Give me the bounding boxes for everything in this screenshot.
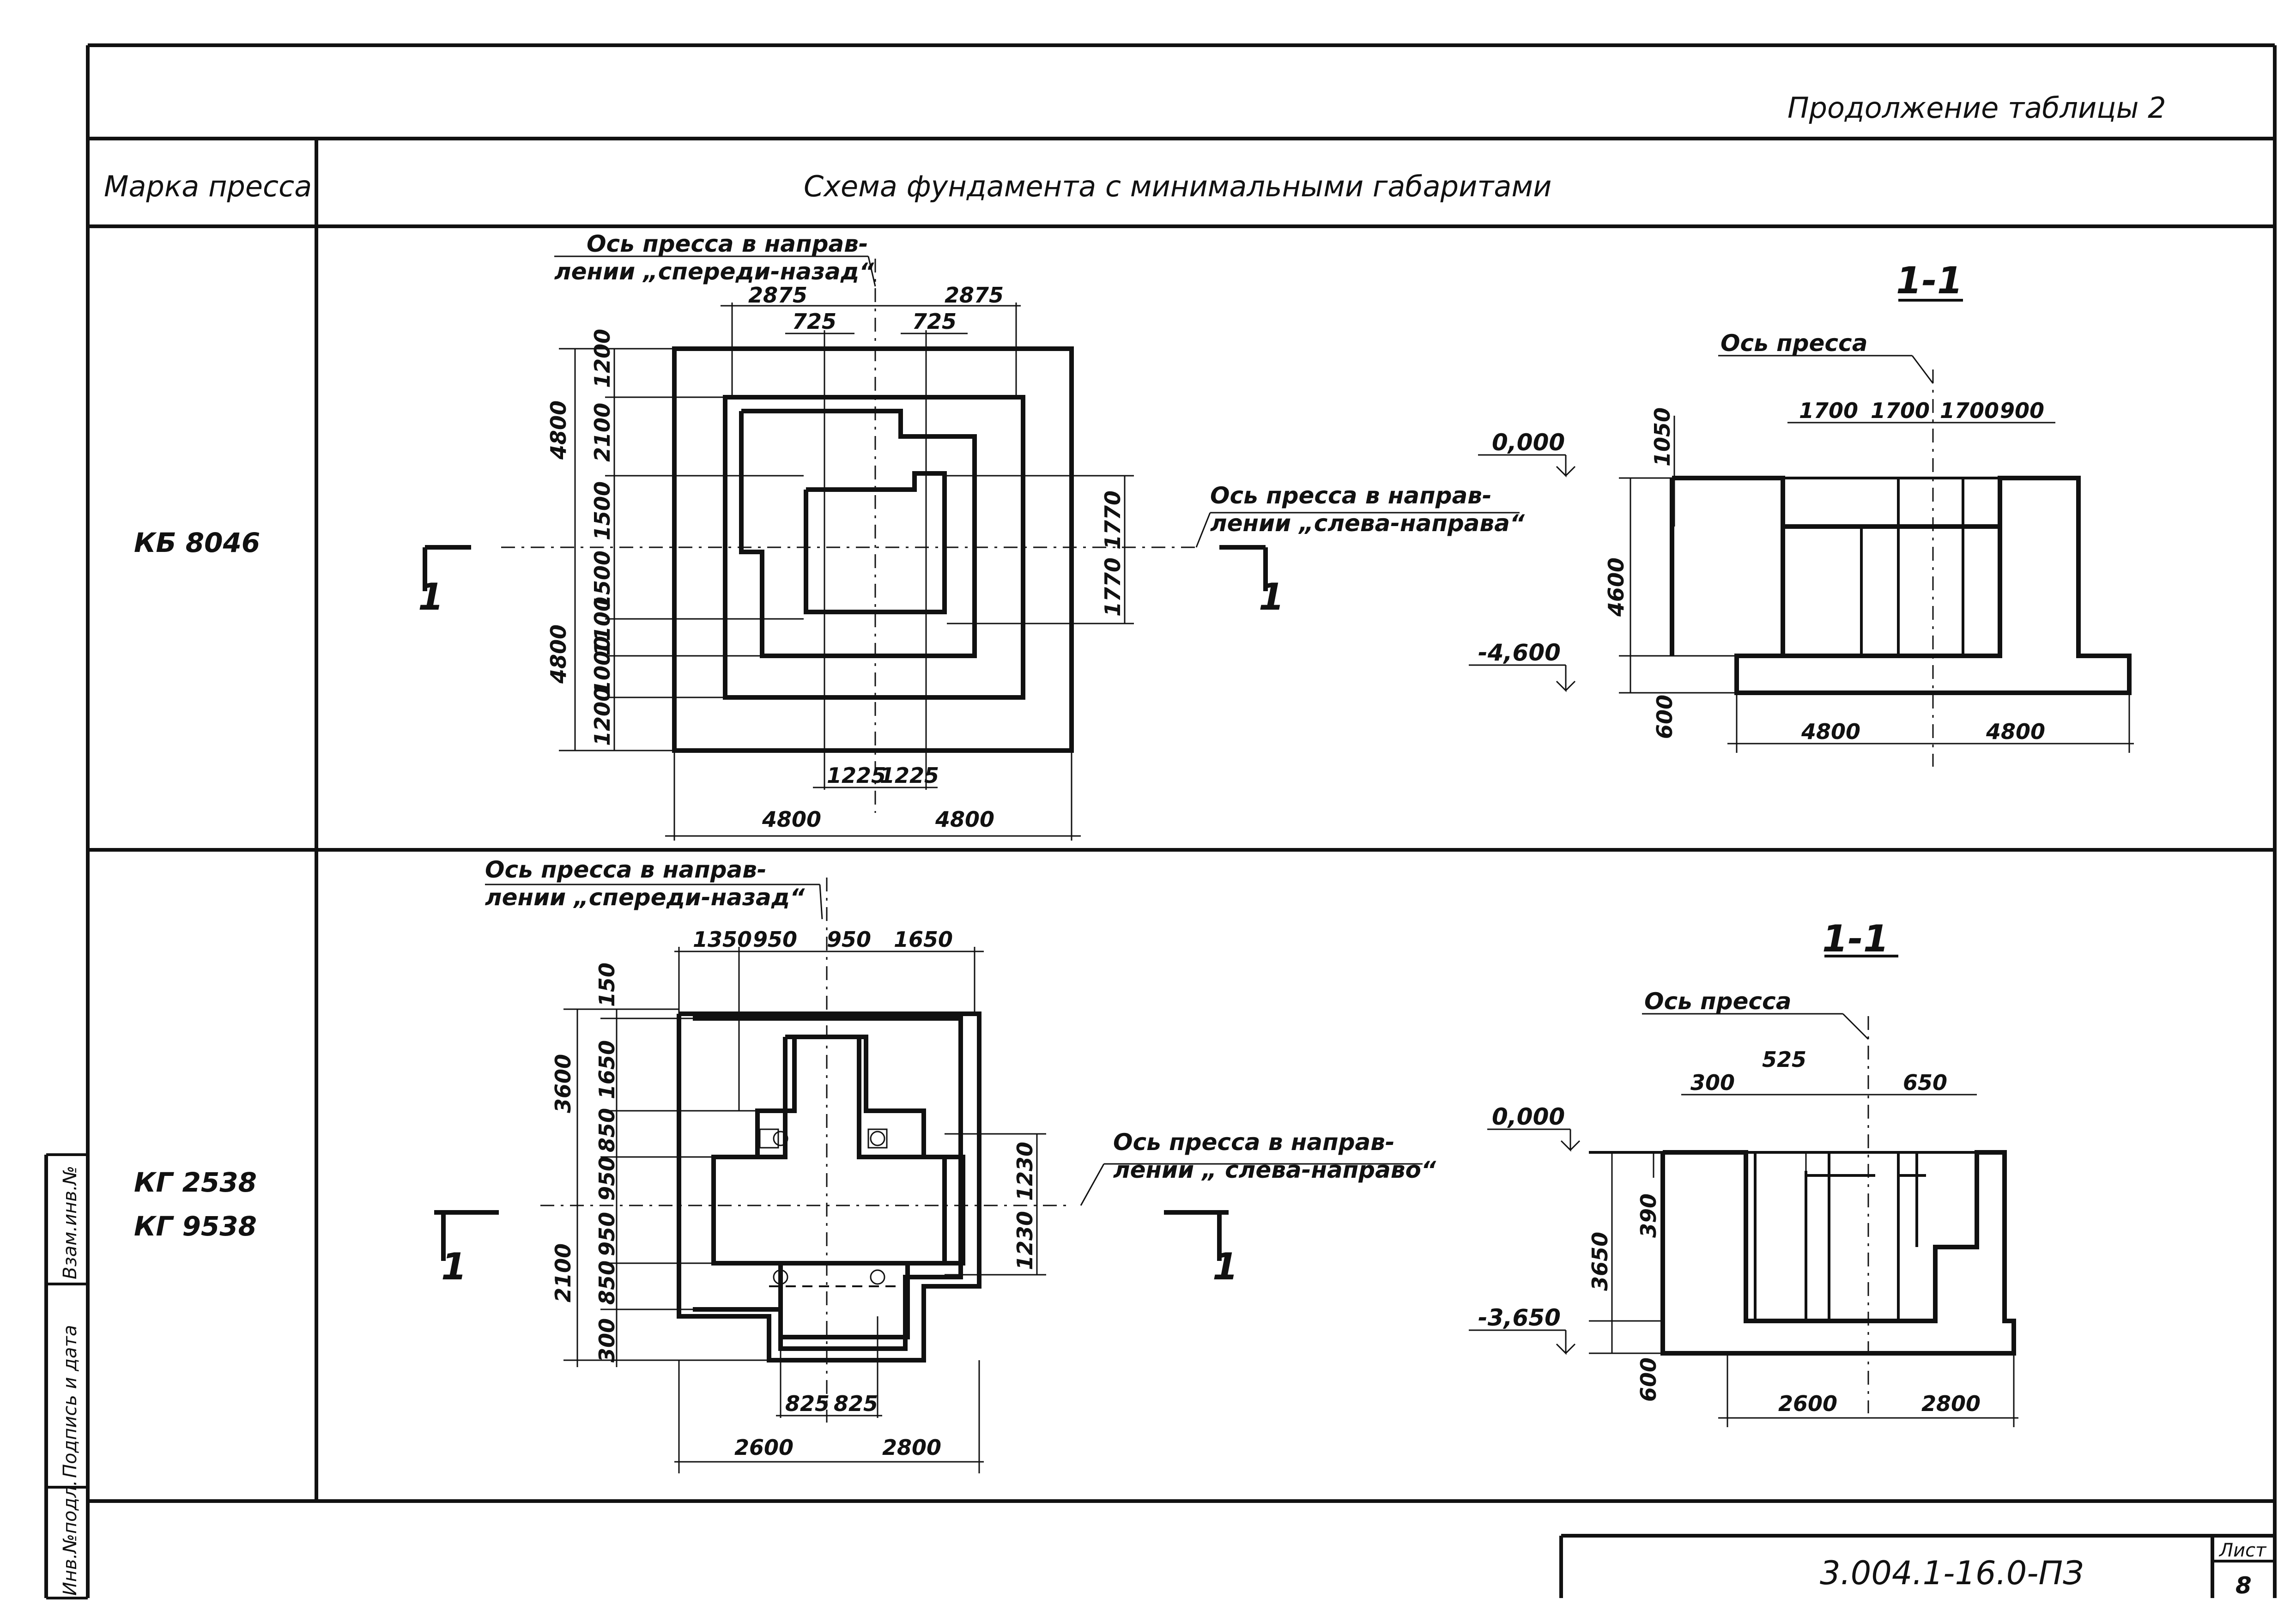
dim-row1-left-3: 1200 (590, 329, 615, 388)
dim-row1-left-9: 1200 (590, 687, 615, 746)
dim-row1-top-4: 725 (912, 309, 957, 334)
axis-left-right-label-row1-line2: лении „слева-направа“ (1210, 510, 1525, 537)
level-bottom-row1: -4,600 (1478, 639, 1561, 666)
dim-row1-sec-bottom-2: 4800 (1986, 719, 2045, 744)
dim-row2-left-9: 300 (594, 1318, 619, 1363)
dim-row1-left-1: 4800 (546, 400, 571, 460)
dim-row2-left-5: 950 (594, 1157, 619, 1201)
dim-row1-bottom-3: 4800 (762, 807, 821, 832)
level-top-row1: 0,000 (1492, 429, 1565, 456)
dim-row1-sec-top-1: 1700 (1799, 398, 1858, 423)
dim-row1-left-2: 4800 (546, 624, 571, 684)
dim-row2-left-8: 850 (594, 1260, 619, 1305)
dim-row1-right-1: 1770 (1100, 491, 1125, 550)
dim-row1-bottom-4: 4800 (935, 807, 994, 832)
axis-front-back-label-row1-line1: Ось пресса в направ- (587, 230, 868, 257)
dim-row2-sec-top-2: 525 (1762, 1047, 1806, 1072)
axis-left-right-label-row2-line1: Ось пресса в направ- (1113, 1129, 1395, 1156)
axis-left-right-label-row2-line2: лении „ слева-направо“ (1113, 1157, 1436, 1183)
dim-row2-left-6: 2100 (551, 1243, 576, 1302)
press-mark-row2-1: КГ 2538 (134, 1167, 257, 1198)
dim-row2-top-2: 950 (753, 927, 797, 952)
section-title-row2: 1-1 (1822, 917, 1889, 960)
dim-row2-bottom-3: 2600 (734, 1435, 794, 1460)
document-code: 3.004.1-16.0-ПЗ (1820, 1554, 2084, 1592)
dim-row2-bottom-2: 825 (834, 1391, 878, 1416)
axis-front-back-label-row2-line2: лении „спереди-назад“ (485, 884, 805, 911)
dim-row1-sec-left-1: 1050 (1650, 407, 1675, 466)
column-header-mark: Марка пресса (104, 170, 312, 203)
dim-row2-top-1: 1350 (693, 927, 752, 952)
dim-row1-sec-bottom-1: 4800 (1801, 719, 1860, 744)
dim-row1-sec-top-2: 1700 (1871, 398, 1930, 423)
column-header-scheme: Схема фундамента с минимальными габарита… (804, 170, 1551, 203)
press-axis-label-row2: Ось пресса (1644, 988, 1791, 1015)
level-bottom-row2: -3,650 (1478, 1304, 1561, 1331)
section-view-row1 (1469, 299, 2134, 767)
dim-row2-bottom-4: 2800 (882, 1435, 941, 1460)
dim-row2-bottom-1: 825 (785, 1391, 830, 1416)
dim-row1-top-2: 2875 (945, 283, 1004, 308)
dim-row2-sec-left-2: 3650 (1587, 1232, 1612, 1291)
dim-row1-sec-top-3: 1700 (1940, 398, 1999, 423)
press-mark-row2-2: КГ 9538 (134, 1211, 257, 1242)
dim-row2-right-1: 1230 (1012, 1142, 1037, 1201)
press-mark-row1: КБ 8046 (134, 527, 260, 558)
dim-row2-sec-left-3: 600 (1636, 1357, 1661, 1402)
sheet-number: 8 (2235, 1572, 2252, 1599)
sheet-frame (44, 43, 2277, 1599)
dim-row1-left-6: 1500 (590, 551, 615, 610)
dim-row2-left-2: 3600 (551, 1054, 576, 1113)
dim-row1-bottom-1: 1225 (827, 763, 886, 788)
plan-view-row1 (423, 255, 1520, 841)
dim-row2-left-7: 950 (594, 1212, 619, 1256)
dim-row1-left-5: 1500 (590, 481, 615, 540)
dim-row2-left-1: 150 (594, 963, 619, 1007)
dim-row1-top-1: 2875 (748, 283, 807, 308)
dim-row2-sec-bottom-1: 2600 (1778, 1391, 1837, 1416)
dim-row2-right-2: 1230 (1012, 1211, 1037, 1270)
dim-row1-top-3: 725 (792, 309, 836, 334)
dim-row1-sec-left-2: 4600 (1604, 557, 1629, 617)
dim-row1-left-4: 2100 (590, 403, 615, 462)
section-mark-left-row2: 1 (441, 1245, 467, 1288)
plan-view-row2 (434, 878, 1423, 1473)
dim-row2-sec-top-1: 300 (1690, 1070, 1735, 1095)
press-axis-label-row1: Ось пресса (1720, 330, 1867, 357)
dim-row2-sec-left-1: 390 (1636, 1193, 1661, 1238)
dim-row1-right-2: 1770 (1100, 557, 1125, 617)
continuation-label: Продолжение таблицы 2 (1787, 91, 2166, 125)
dim-row1-left-7: 1100 (590, 597, 615, 656)
dim-row2-left-3: 1650 (594, 1040, 619, 1099)
dim-row2-sec-top-3: 650 (1903, 1070, 1947, 1095)
side-stamp-replaced-inv: Взам.инв.№ (60, 1166, 81, 1279)
sheet-label: Лист (2218, 1540, 2267, 1561)
section-title-row1: 1-1 (1896, 259, 1963, 302)
section-mark-right-row1: 1 (1259, 575, 1284, 618)
side-stamp-signature-date: Подпись и дата (60, 1325, 81, 1478)
dim-row1-bottom-2: 1225 (880, 763, 939, 788)
axis-front-back-label-row1-line2: лении „спереди-назад“ (554, 258, 874, 285)
dim-row2-top-4: 1650 (894, 927, 953, 952)
section-mark-left-row1: 1 (418, 575, 444, 618)
dim-row2-sec-bottom-2: 2800 (1921, 1391, 1981, 1416)
dim-row2-top-3: 950 (827, 927, 871, 952)
dim-row2-left-4: 850 (594, 1108, 619, 1152)
axis-left-right-label-row1-line1: Ось пресса в направ- (1210, 482, 1492, 509)
side-stamp-inv-no: Инв.№подл. (60, 1480, 81, 1596)
dim-row1-sec-top-4: 900 (2000, 398, 2044, 423)
dim-row1-left-8: 1000 (590, 636, 615, 695)
section-mark-right-row2: 1 (1212, 1245, 1238, 1288)
level-top-row2: 0,000 (1492, 1103, 1565, 1130)
section-view-row2 (1469, 955, 2018, 1427)
dim-row1-sec-left-3: 600 (1652, 695, 1677, 739)
axis-front-back-label-row2-line1: Ось пресса в направ- (485, 856, 767, 883)
